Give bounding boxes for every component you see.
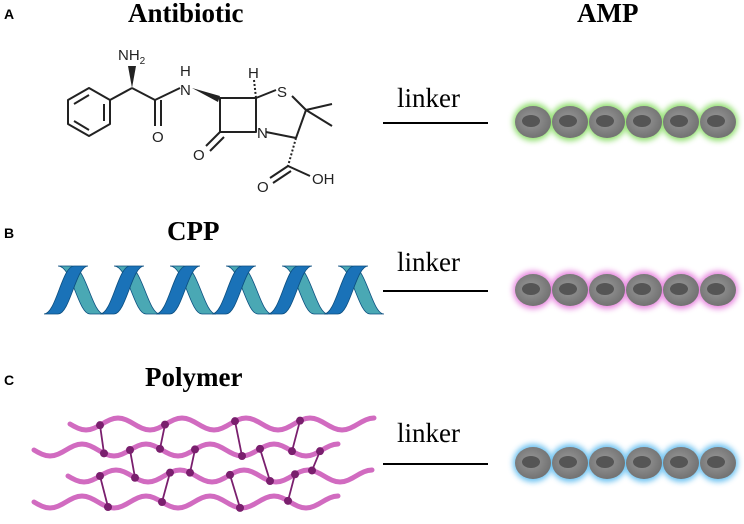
polymer-node — [156, 444, 164, 453]
polymer-crosslink — [234, 420, 243, 457]
polymer-node — [104, 502, 112, 511]
polymer-crosslink — [161, 472, 171, 503]
linker-line-b — [383, 290, 488, 292]
polymer-crosslink — [129, 449, 136, 478]
amp-chain-pink — [513, 271, 738, 309]
polymer-title: Polymer — [145, 362, 243, 392]
amp-bead-hole — [707, 115, 725, 127]
polymer-node — [166, 468, 174, 477]
lactam-o-label: O — [193, 147, 205, 164]
amp-chain-green — [513, 103, 738, 141]
acid-o-label: O — [257, 179, 269, 196]
polymer-node — [126, 446, 134, 454]
polymer-chain — [31, 441, 341, 459]
amp-chain-blue — [513, 444, 738, 482]
helix-front-segment — [211, 265, 257, 315]
polymer-crosslink — [159, 424, 166, 450]
polymer-crosslink — [291, 420, 301, 452]
amp-title: AMP — [577, 0, 639, 28]
helix-front-segment — [267, 265, 313, 315]
amp-bead-hole — [559, 115, 577, 127]
polymer-node — [316, 447, 324, 456]
polymer-crosslink — [287, 474, 296, 502]
amp-bead-hole — [559, 283, 577, 295]
polymer-node — [238, 452, 246, 460]
polymer-crosslink — [259, 448, 271, 482]
amp-bead-hole — [522, 283, 540, 295]
amide-h-label: H — [180, 63, 191, 80]
amp-bead-hole — [522, 115, 540, 127]
cpp-title: CPP — [167, 216, 220, 246]
polymer-node — [96, 421, 104, 430]
polymer-node — [158, 498, 166, 506]
amp-bead-hole — [596, 456, 614, 468]
stereo-h-label: H — [248, 65, 259, 82]
polymer-node — [131, 473, 139, 482]
panel-letter-b: B — [4, 225, 15, 241]
panel-letter-a: A — [4, 6, 15, 22]
polymer-node — [296, 416, 304, 425]
amp-bead-hole — [670, 456, 688, 468]
polymer-node — [236, 503, 244, 512]
polymer-crosslink — [99, 475, 109, 508]
amp-bead-hole — [707, 283, 725, 295]
helix-front-segment — [323, 265, 369, 315]
amide-n-label: N — [180, 82, 191, 99]
polymer-node — [161, 420, 169, 429]
polymer-node — [100, 449, 108, 458]
amp-bead-hole — [559, 456, 577, 468]
linker-label-c: linker — [397, 418, 460, 448]
polymer-node — [291, 470, 299, 479]
amp-bead-hole — [707, 456, 725, 468]
linker-label-a: linker — [397, 83, 460, 113]
amp-bead-hole — [522, 456, 540, 468]
polymer-node — [308, 466, 316, 475]
helix-front-segment — [43, 265, 89, 315]
sulfur-label: S — [277, 84, 287, 101]
polymer-node — [256, 444, 264, 453]
polymer-chain — [65, 467, 375, 485]
amp-bead-hole — [670, 283, 688, 295]
polymer-chain — [31, 493, 341, 511]
panel-letter-c: C — [4, 372, 15, 388]
linker-label-b: linker — [397, 247, 460, 277]
polymer-node — [96, 472, 104, 480]
polymer-node — [186, 468, 194, 477]
linker-line-a — [383, 122, 488, 124]
amp-bead-hole — [633, 115, 651, 127]
nh2-label: NH2 — [118, 47, 146, 67]
helix-front-segment — [155, 265, 201, 315]
polymer-node — [288, 447, 296, 456]
polymer-node — [231, 417, 239, 426]
polymer-node — [191, 445, 199, 454]
linker-line-c — [383, 463, 488, 465]
helix-front-segment — [99, 265, 145, 315]
amp-bead-hole — [633, 456, 651, 468]
polymer-node — [266, 476, 274, 485]
ring-n-label: N — [257, 125, 268, 142]
amp-bead-hole — [633, 283, 651, 295]
polymer-crosslink — [229, 474, 241, 509]
polymer-node — [284, 496, 292, 505]
amp-bead-hole — [596, 115, 614, 127]
amp-bead-hole — [670, 115, 688, 127]
polymer-crosslink — [99, 425, 105, 454]
polymer-node — [226, 470, 234, 479]
cpp-helix — [43, 265, 385, 315]
amp-bead-hole — [596, 283, 614, 295]
oh-label: OH — [312, 171, 335, 188]
antibiotic-title: Antibiotic — [128, 0, 244, 28]
polymer-network — [31, 415, 377, 512]
amide-o-label: O — [152, 129, 164, 146]
polymer-chain — [67, 415, 377, 433]
